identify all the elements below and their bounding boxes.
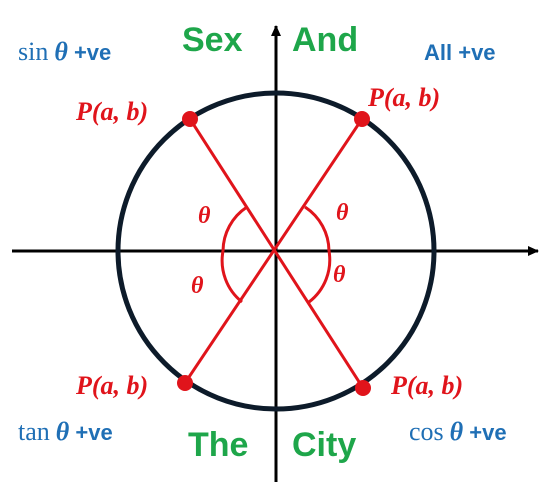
quadrant-q2-function: sin <box>18 37 48 66</box>
mnemonic-q3-word: The <box>188 426 248 464</box>
angle-arc-q4 <box>308 250 332 304</box>
unit-circle <box>115 90 437 412</box>
quadrant-q1-sign: All +ve <box>424 40 496 65</box>
quadrant-q4-function: cos <box>409 417 444 446</box>
quadrant-q4-theta: θ <box>450 417 464 446</box>
mnemonic-q2-word: Sex <box>182 21 243 59</box>
quadrant-q3-sign: +ve <box>69 420 112 445</box>
point-label-q3: P(a, b) <box>75 371 148 400</box>
angle-arc-q2 <box>221 205 248 252</box>
point-q1 <box>354 111 370 127</box>
angle-label-q1: θ <box>336 200 349 226</box>
quadrant-q3-theta: θ <box>56 417 70 446</box>
mnemonic-q4-word: City <box>292 426 356 464</box>
radius-line-q2-q4 <box>188 118 365 389</box>
quadrant-q4-sign: +ve <box>463 420 506 445</box>
quadrant-q2-sign: +ve <box>68 40 111 65</box>
point-label-q1: P(a, b) <box>367 83 440 112</box>
point-q3 <box>177 375 193 391</box>
point-label-q2: P(a, b) <box>75 97 148 126</box>
quadrant-q3-function: tan <box>18 417 50 446</box>
angle-arc-q3 <box>220 250 243 304</box>
angle-label-q4: θ <box>333 262 346 288</box>
angle-arc-q1 <box>304 205 331 252</box>
quadrant-q2-theta: θ <box>54 37 68 66</box>
point-label-q4: P(a, b) <box>390 371 463 400</box>
mnemonic-q1-word: And <box>292 21 358 59</box>
angle-label-q2: θ <box>198 203 211 229</box>
quadrant-label-q1: All +ve <box>424 40 496 65</box>
angle-label-q3: θ <box>191 273 204 299</box>
point-q4 <box>355 380 371 396</box>
point-q2 <box>182 111 198 127</box>
